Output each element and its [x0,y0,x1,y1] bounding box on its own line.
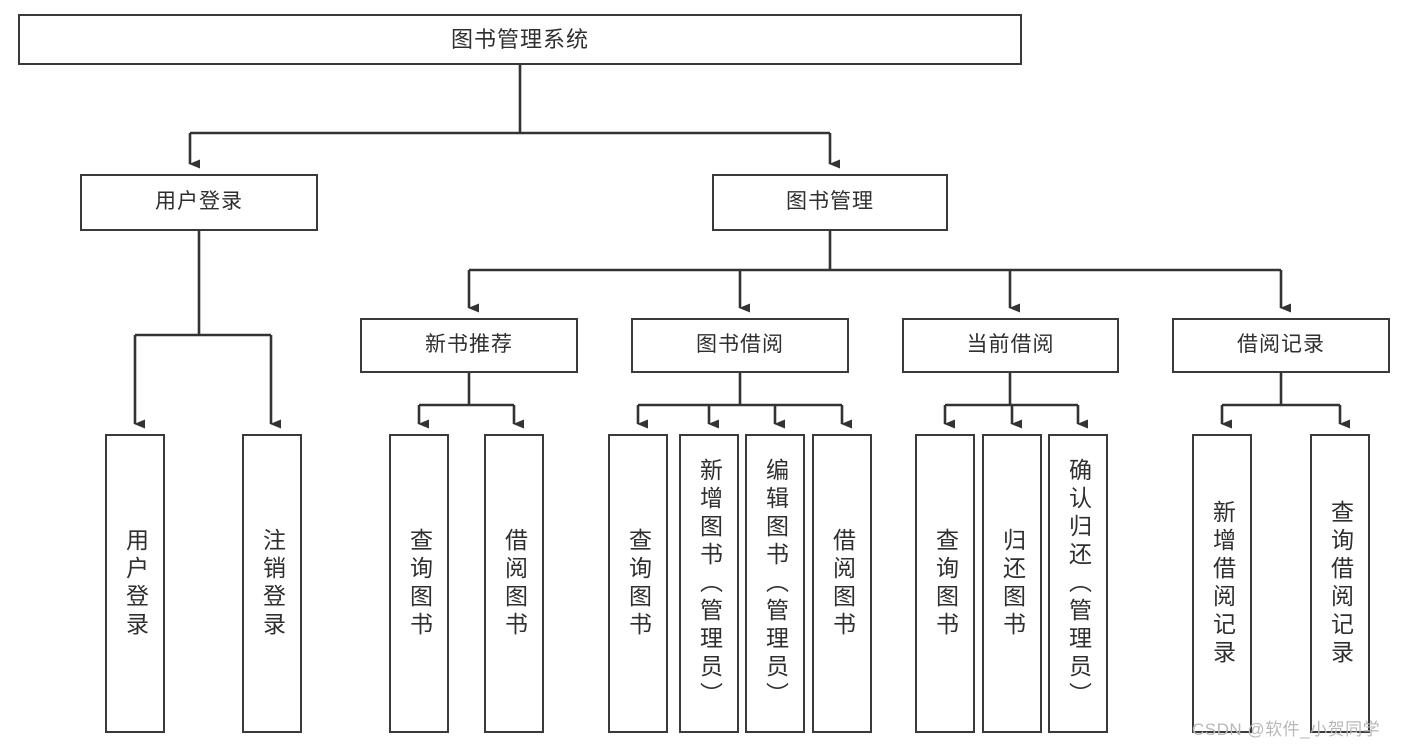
csdn-watermark: CSDN @软件_小贺同学 [1192,720,1381,739]
leaf-user-logout[interactable]: 注销登录 [242,434,302,733]
node-label: 查询图书 [625,527,652,640]
node-borrow-record[interactable]: 借阅记录 [1172,318,1390,373]
leaf-user-login[interactable]: 用户登录 [105,434,165,733]
node-label: 借阅记录 [1237,333,1325,357]
node-label: 确认归还（管理员） [1065,457,1092,710]
leaf-query-book-3[interactable]: 查询图书 [915,434,975,733]
node-current-borrow[interactable]: 当前借阅 [902,318,1119,373]
node-label: 图书管理系统 [450,26,589,52]
leaf-borrow-book-2[interactable]: 借阅图书 [812,434,872,733]
leaf-add-record[interactable]: 新增借阅记录 [1192,434,1252,733]
leaf-query-book-2[interactable]: 查询图书 [608,434,668,733]
node-label: 用户登录 [122,527,149,640]
leaf-query-record[interactable]: 查询借阅记录 [1310,434,1370,733]
node-root-book-management-system[interactable]: 图书管理系统 [18,14,1022,65]
node-label: 注销登录 [259,527,286,640]
node-label: 用户登录 [155,190,243,214]
leaf-add-book[interactable]: 新增图书（管理员） [679,434,739,733]
node-new-book-recommend[interactable]: 新书推荐 [360,318,578,373]
node-label: 借阅图书 [829,527,856,640]
node-user-login[interactable]: 用户登录 [80,174,318,231]
leaf-borrow-book-1[interactable]: 借阅图书 [484,434,544,733]
node-label: 新增图书（管理员） [696,457,723,710]
node-book-manage[interactable]: 图书管理 [712,174,948,231]
node-label: 查询图书 [932,527,959,640]
leaf-return-book[interactable]: 归还图书 [982,434,1042,733]
node-label: 当前借阅 [966,333,1055,357]
node-label: 查询借阅记录 [1327,499,1354,668]
node-label: 归还图书 [999,527,1026,640]
node-label: 新增借阅记录 [1209,499,1236,668]
node-label: 查询图书 [406,527,433,640]
node-label: 借阅图书 [501,527,528,640]
leaf-edit-book[interactable]: 编辑图书（管理员） [745,434,805,733]
node-label: 新书推荐 [425,333,513,357]
leaf-confirm-return[interactable]: 确认归还（管理员） [1048,434,1108,733]
node-label: 图书管理 [786,190,874,214]
node-label: 图书借阅 [696,333,784,357]
leaf-query-book-1[interactable]: 查询图书 [389,434,449,733]
node-book-borrow[interactable]: 图书借阅 [631,318,849,373]
node-label: 编辑图书（管理员） [762,457,789,710]
